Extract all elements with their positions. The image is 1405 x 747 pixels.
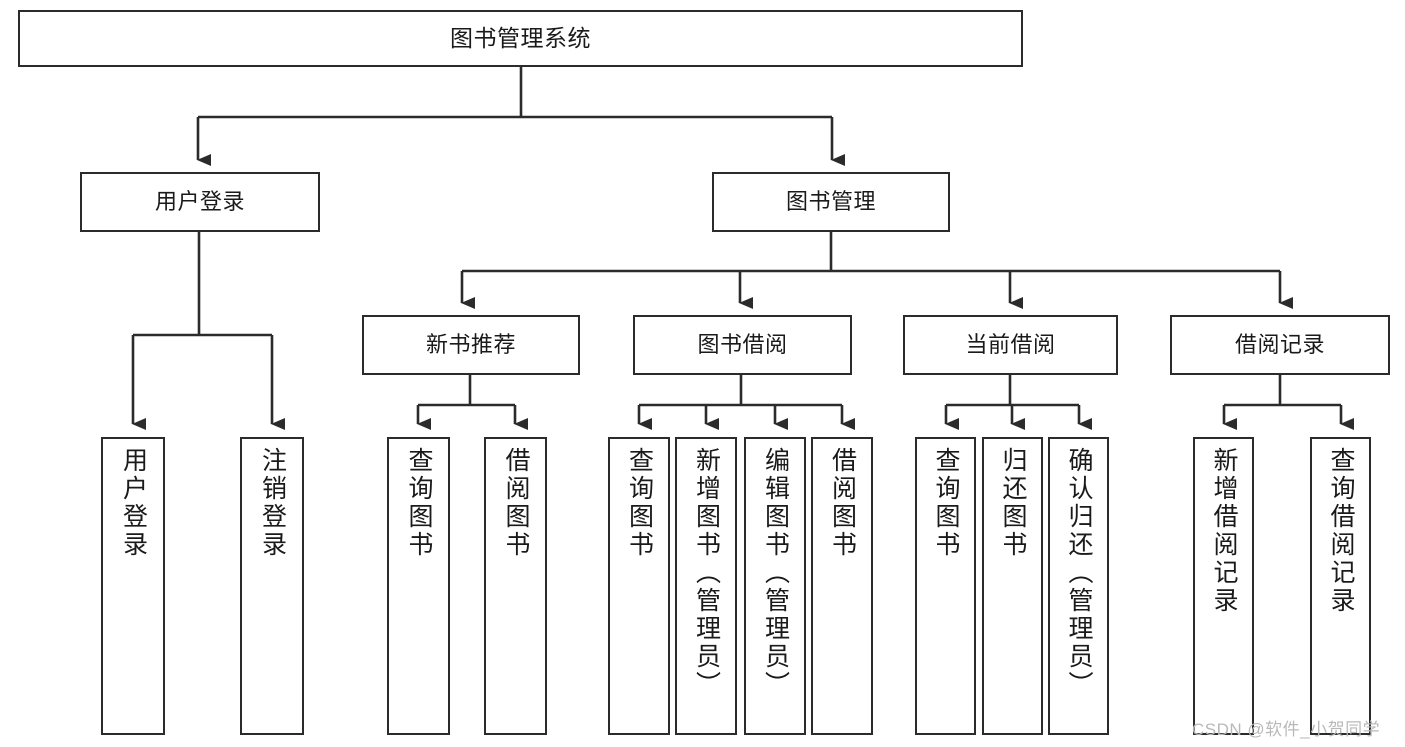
node-new-book-recommend[interactable]: 新书推荐: [362, 315, 580, 375]
node-book-management[interactable]: 图书管理: [712, 172, 950, 232]
node-label: 用户登录: [154, 189, 245, 215]
node-label: 图书借阅: [697, 332, 788, 358]
node-label: 借阅图书: [828, 447, 857, 559]
leaf-current-query-book[interactable]: 查询图书: [915, 437, 976, 735]
leaf-recommend-query-book[interactable]: 查询图书: [387, 437, 450, 735]
node-label: 新增图书（管理员）: [692, 447, 721, 699]
node-label: 用户登录: [119, 447, 148, 559]
node-label: 查询借阅记录: [1327, 447, 1355, 615]
leaf-borrow-query-book[interactable]: 查询图书: [608, 437, 670, 735]
leaf-borrow-borrow-book[interactable]: 借阅图书: [811, 437, 873, 735]
node-borrow-records[interactable]: 借阅记录: [1170, 315, 1390, 375]
node-label: 归还图书: [999, 447, 1027, 559]
node-label: 编辑图书（管理员）: [761, 447, 790, 699]
node-label: 新书推荐: [425, 332, 516, 358]
leaf-user-login-login[interactable]: 用户登录: [101, 437, 165, 735]
node-label: 查询图书: [625, 447, 654, 559]
leaf-borrow-edit-book-admin[interactable]: 编辑图书（管理员）: [744, 437, 806, 735]
watermark-text: CSDN @软件_小贺同学: [1192, 720, 1381, 739]
node-user-login[interactable]: 用户登录: [80, 172, 320, 232]
node-label: 注销登录: [258, 447, 287, 559]
node-label: 图书管理: [785, 189, 876, 215]
node-label: 借阅图书: [502, 447, 530, 559]
node-label: 借阅记录: [1234, 332, 1325, 358]
leaf-recommend-borrow-book[interactable]: 借阅图书: [484, 437, 547, 735]
leaf-current-return-book[interactable]: 归还图书: [982, 437, 1043, 735]
node-label: 查询图书: [932, 447, 960, 559]
node-root-system[interactable]: 图书管理系统: [18, 10, 1023, 67]
node-current-borrow[interactable]: 当前借阅: [903, 315, 1118, 375]
node-label: 查询图书: [405, 447, 433, 559]
node-label: 当前借阅: [965, 332, 1056, 358]
leaf-user-login-logout[interactable]: 注销登录: [240, 437, 304, 735]
leaf-records-add-record[interactable]: 新增借阅记录: [1193, 437, 1254, 735]
node-label: 图书管理系统: [450, 24, 591, 51]
leaf-borrow-add-book-admin[interactable]: 新增图书（管理员）: [675, 437, 737, 735]
node-label: 新增借阅记录: [1210, 447, 1238, 615]
leaf-records-query-record[interactable]: 查询借阅记录: [1310, 437, 1371, 735]
node-book-borrow[interactable]: 图书借阅: [633, 315, 852, 375]
node-label: 确认归还（管理员）: [1065, 447, 1093, 699]
leaf-current-confirm-return-admin[interactable]: 确认归还（管理员）: [1048, 437, 1109, 735]
